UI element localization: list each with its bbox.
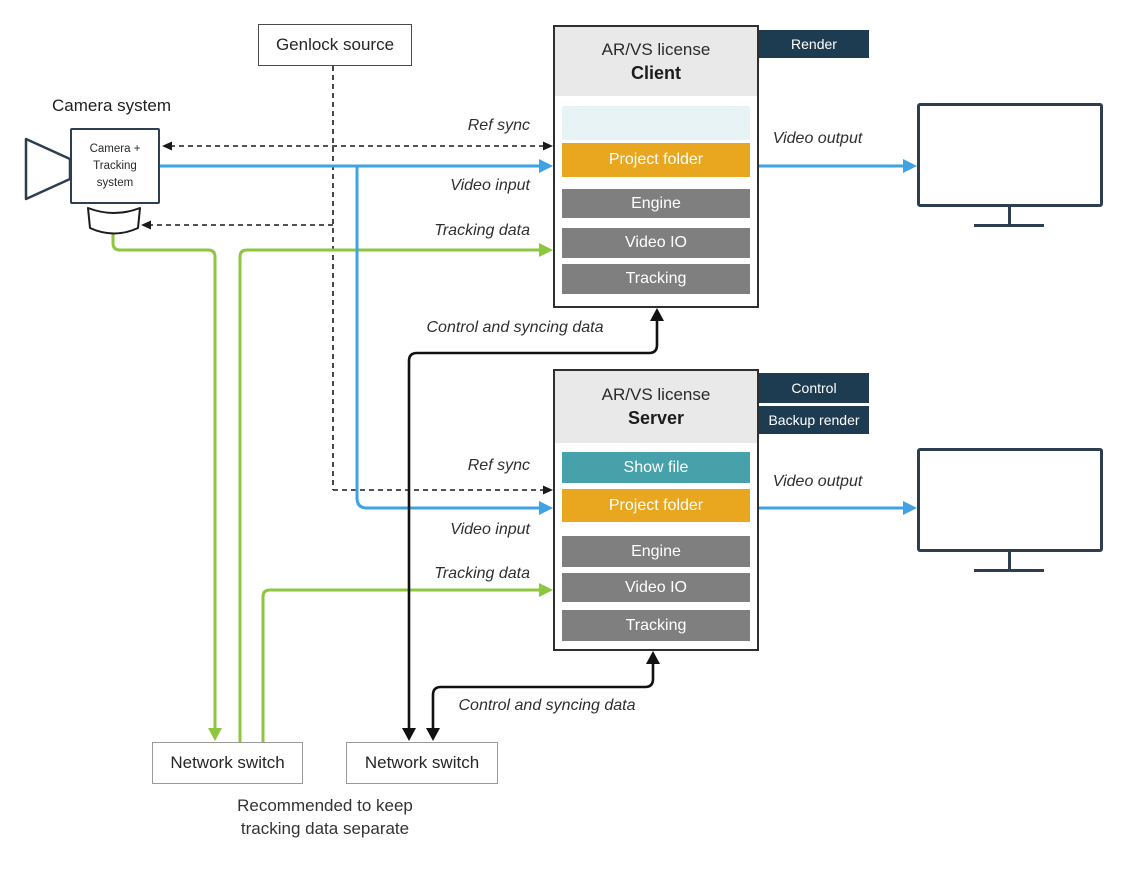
camera-body-box: Camera + Tracking system [70,128,160,204]
client-engine-module: Engine [562,189,750,218]
monitor-server-base [974,569,1044,572]
ref-sync-connector-sensor [141,220,333,230]
client-videoio-module: Video IO [562,228,750,258]
server-license-label: AR/VS license [601,385,711,404]
client-license-box: AR/VS license Client Project folder Engi… [553,25,759,308]
control-syncing-label-server: Control and syncing data [458,697,636,714]
render-badge: Render [759,30,869,58]
server-videoio-module: Video IO [562,573,750,602]
network-switch-tracking-box: Network switch [152,742,303,784]
network-switch-control-label: Network switch [364,753,480,772]
ref-sync-connector-server [333,485,553,495]
control-syncing-label-client: Control and syncing data [426,319,604,336]
tracking-connector-to-server [261,583,553,742]
ref-sync-label-client: Ref sync [467,117,530,134]
video-input-label-client: Video input [450,177,530,194]
server-tracking-module: Tracking [562,610,750,641]
video-input-label-server: Video input [450,521,530,538]
tracking-note: Recommended to keep tracking data separa… [195,794,455,840]
camera-system-title: Camera system [52,96,172,115]
camera-body-line1: Camera + [89,142,141,155]
video-output-label-client: Video output [772,130,863,147]
server-license-box: AR/VS license Server Show file Project f… [553,369,759,651]
control-badge: Control [759,373,869,403]
ref-sync-label-server: Ref sync [467,457,530,474]
client-project-folder-module: Project folder [562,143,750,177]
client-license-label: AR/VS license [601,39,711,59]
client-tracking-module: Tracking [562,264,750,294]
server-engine-module: Engine [562,536,750,567]
monitor-server-stand [1008,552,1011,570]
control-connector-client [402,308,664,741]
server-role-label: Server [627,408,685,428]
server-project-folder-module: Project folder [562,489,750,522]
genlock-source-label: Genlock source [275,35,395,54]
tracking-connector-to-switch [111,233,222,741]
video-input-connector-server [355,166,553,515]
monitor-client-icon [917,103,1103,207]
camera-lens-icon [24,137,72,201]
video-output-connector-client [759,159,917,173]
video-output-label-server: Video output [772,473,863,490]
client-showfile-slot [562,106,750,140]
camera-body-line3: system [96,176,134,189]
server-header: AR/VS license Server [555,371,757,443]
tracking-data-label-client: Tracking data [434,222,530,239]
tracking-note-line2: tracking data separate [240,819,410,838]
video-input-connector-client [160,159,553,173]
tracking-data-label-server: Tracking data [434,565,530,582]
monitor-client-stand [1008,207,1011,225]
ref-sync-connector-client [162,141,553,151]
control-connector-server [426,651,660,741]
monitor-server-icon [917,448,1103,552]
tracking-connector-to-client [238,243,553,742]
genlock-source-box: Genlock source [258,24,412,66]
client-header: AR/VS license Client [555,27,757,96]
camera-body-line2: Tracking [93,159,137,172]
client-role-label: Client [630,62,681,83]
network-switch-control-box: Network switch [346,742,498,784]
monitor-client-base [974,224,1044,227]
tracking-note-line1: Recommended to keep [237,796,413,815]
video-output-connector-server [759,501,917,515]
tracking-sensor-icon [87,207,141,235]
network-switch-tracking-label: Network switch [170,753,285,772]
backup-render-badge: Backup render [759,406,869,434]
server-showfile-module: Show file [562,452,750,483]
